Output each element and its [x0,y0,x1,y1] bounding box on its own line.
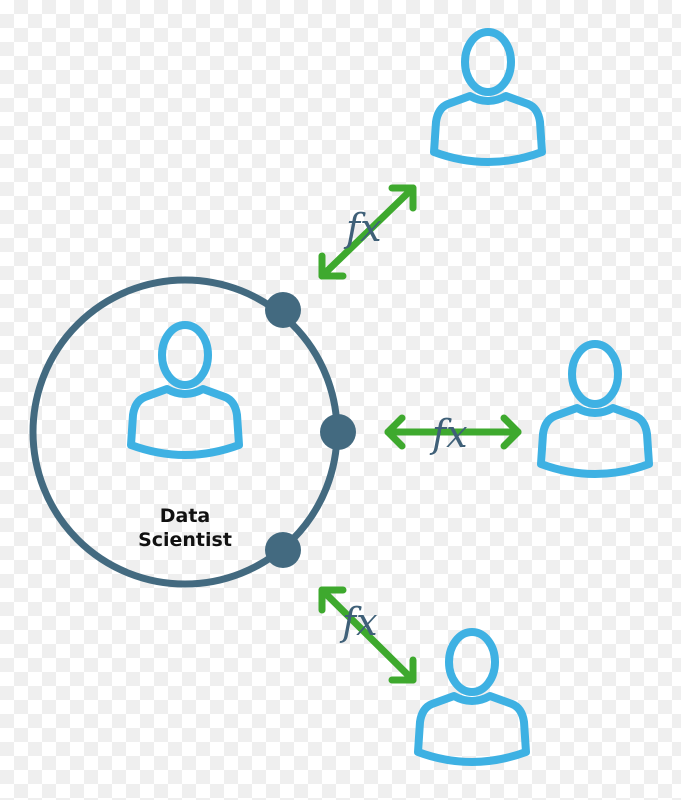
fx-label-top: fx [346,206,382,250]
label-line-2: Scientist [138,529,232,551]
bidirectional-arrow-icon-top [318,184,417,280]
connection-node-middle[interactable] [320,414,356,450]
label-line-1: Data [159,505,211,527]
fx-label-bottom: fx [342,600,378,644]
data-scientist-label: Data Scientist [110,504,260,552]
connection-node-bottom[interactable] [265,532,301,568]
connection-node-top[interactable] [265,292,301,328]
peer-bottom-right-person-icon [418,632,526,762]
peer-right-person-icon [541,344,649,474]
peer-top-right-person-icon [434,32,542,162]
data-scientist-person-icon [131,325,239,455]
bidirectional-arrow-icon-middle [384,414,522,450]
fx-label-middle: fx [432,412,468,456]
bidirectional-arrow-icon-bottom [318,586,417,684]
